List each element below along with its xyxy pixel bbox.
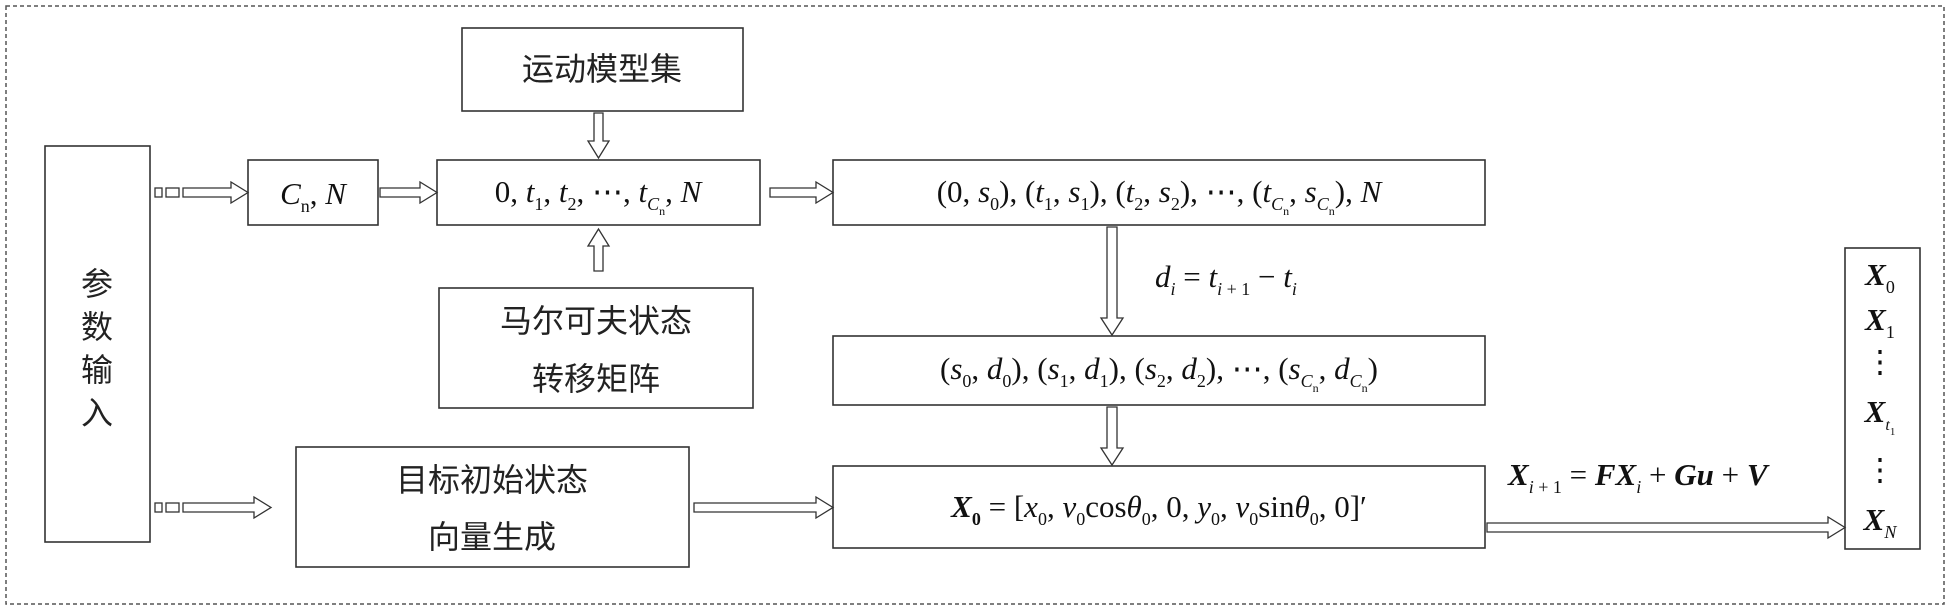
- markov-matrix-line1: 马尔可夫状态: [500, 302, 692, 340]
- param-input-char: 入: [81, 394, 113, 432]
- arrow-initstate-to-stateseq: [1486, 515, 1847, 540]
- arrow-target-to-initstate: [693, 495, 835, 520]
- target-init-line2: 向量生成: [428, 518, 556, 556]
- markov-matrix-line2: 转移矩阵: [532, 360, 660, 398]
- state-seq-vdots: ⋮: [1865, 344, 1896, 379]
- param-input-char: 数: [81, 308, 113, 346]
- arrow-modelset-down: [586, 112, 611, 160]
- arrow-start-mark: [154, 502, 163, 513]
- duration-formula: di = ti + 1 − ti: [1155, 259, 1297, 299]
- arrow-durations-down: [1099, 406, 1125, 467]
- arrow-start-mark: [165, 187, 180, 198]
- param-input-box: [44, 145, 151, 543]
- init-state-label: X0 = [x0, v0cosθ0, 0, y0, v0sinθ0, 0]′: [950, 489, 1367, 529]
- arrow-input-to-cn: [182, 180, 250, 205]
- param-input-char: 输: [81, 351, 113, 389]
- cn-n-box: [247, 159, 379, 226]
- model-duration-pairs-box: [832, 335, 1486, 406]
- state-seq-item: X1: [1864, 302, 1895, 342]
- init-state-box: [832, 465, 1486, 549]
- time-model-pairs-box: [832, 159, 1486, 226]
- time-seq-label: 0, t1, t2, ⋯, tCn, N: [495, 174, 704, 218]
- state-seq-vdots: ⋮: [1865, 452, 1896, 487]
- outer-frame: [5, 5, 1945, 605]
- arrow-timeseq-to-pairs: [769, 180, 835, 205]
- cn-n-label: Cn, N: [280, 176, 348, 216]
- model-duration-pairs-label: (s0, d0), (s1, d1), (s2, d2), ⋯, (sCn, d…: [940, 351, 1378, 395]
- arrow-markov-up: [586, 227, 611, 272]
- target-init-box: [295, 446, 690, 568]
- markov-matrix-box: [438, 287, 754, 409]
- motion-model-set-box: [461, 27, 744, 112]
- state-equation: Xi + 1 = FXi + Gu + V: [1507, 457, 1770, 497]
- state-seq-item: X0: [1864, 257, 1895, 297]
- state-seq-box: [1844, 247, 1921, 550]
- target-init-line1: 目标初始状态: [396, 461, 588, 499]
- arrow-start-mark: [154, 187, 163, 198]
- time-model-pairs-label: (0, s0), (t1, s1), (t2, s2), ⋯, (tCn, sC…: [937, 174, 1384, 218]
- arrow-pairs-down: [1099, 226, 1125, 337]
- param-input-char: 参: [81, 265, 113, 303]
- arrow-cn-to-timeseq: [379, 180, 439, 205]
- arrow-start-mark: [165, 502, 180, 513]
- state-seq-item: XN: [1863, 502, 1898, 542]
- motion-model-set-label: 运动模型集: [522, 50, 682, 88]
- arrow-input-to-target: [182, 495, 273, 520]
- time-seq-box: [436, 159, 761, 226]
- state-seq-item: Xt1: [1864, 394, 1896, 438]
